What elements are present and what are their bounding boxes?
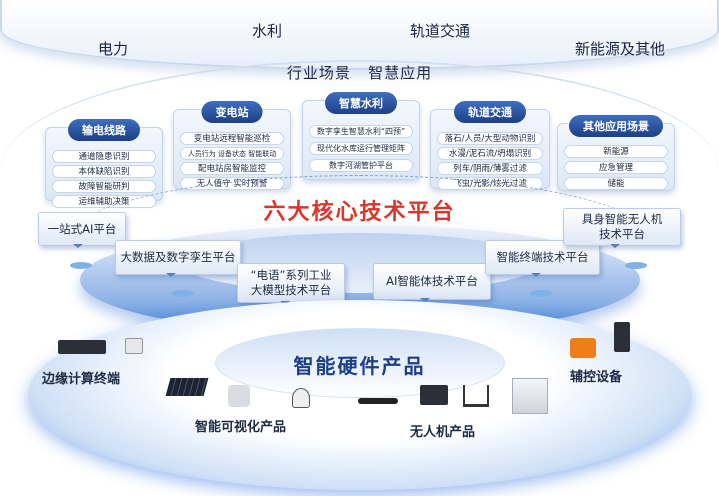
card-item: 通道隐患识别: [52, 150, 156, 163]
industry-power: 电力: [98, 40, 129, 58]
dashed-arc: [60, 175, 660, 315]
hardware-disk-inner: [215, 328, 505, 398]
card-other: 其他应用场景 新能源 应急管理 储能: [557, 115, 675, 191]
card-item: 新能源: [564, 145, 668, 158]
card-item: 本体缺陷识别: [52, 165, 156, 178]
card-item: 数字河湖管护平台: [309, 159, 413, 172]
anchor-dot: [530, 290, 552, 297]
platform-big-data: 大数据及数字孪生平台: [115, 240, 241, 277]
platform-embodied-drone: 具身智能无人机技术平台: [563, 208, 681, 248]
solar-panel-icon: [165, 378, 209, 396]
card-item: 现代化水库运行管理矩阵: [309, 142, 413, 155]
card-rail: 轨道交通 落石/人员/大型动物识别 水漫/泥石流/坍塌识别 列车/阴雨/薄雾过滤…: [430, 101, 550, 190]
label-aux-control: 辅控设备: [570, 370, 623, 385]
card-item: 储能: [564, 177, 668, 190]
aux-device-black-icon: [614, 322, 630, 352]
nest-station-icon: [512, 378, 548, 414]
core-platform-title: 六大核心技术平台: [263, 200, 456, 225]
card-item: 水漫/泥石流/坍塌识别: [437, 147, 543, 160]
industry-new-energy: 新能源及其他: [575, 40, 666, 58]
card-item: 故障智能研判: [52, 180, 156, 193]
card-item: 变电站远程智能巡检: [180, 132, 284, 145]
scenario-arc: [0, 60, 719, 280]
card-item: 人员行为 设备状态 智能联动: [180, 147, 284, 160]
card-item: 数字孪生智慧水利“四预”: [309, 125, 413, 138]
label-smart-visual: 智能可视化产品: [195, 420, 287, 435]
ptz-camera-icon: [292, 388, 310, 408]
card-item: 列车/阴雨/薄雾过滤: [437, 162, 543, 175]
anchor-dot: [625, 262, 647, 269]
label-edge-computing: 边缘计算终端: [42, 372, 121, 387]
anchor-dot: [70, 262, 92, 269]
controller-icon: [420, 385, 448, 405]
edge-device-icon: [125, 338, 143, 354]
card-title: 轨道交通: [454, 101, 526, 123]
aux-device-orange-icon: [570, 338, 596, 358]
card-title: 智慧水利: [325, 92, 397, 114]
anchor-dot: [172, 290, 194, 297]
platform-dianyu-llm: “电语”系列工业大模型技术平台: [237, 263, 345, 305]
card-title: 其他应用场景: [569, 115, 663, 137]
label-drone-products: 无人机产品: [410, 425, 476, 440]
platform-ai-agent: AI智能体技术平台: [373, 263, 491, 302]
card-smart-water: 智慧水利 数字孪生智慧水利“四预” 现代化水库运行管理矩阵 数字河湖管护平台: [302, 92, 420, 180]
camera-icon: [228, 385, 250, 407]
platform-one-stop-ai: 一站式AI平台: [38, 212, 126, 248]
card-item: 配电站房智能监控: [180, 162, 284, 175]
industry-band: [0, 0, 719, 70]
card-item: 落石/人员/大型动物识别: [437, 132, 543, 145]
card-title: 输电线路: [68, 119, 140, 141]
drone-icon: [358, 398, 398, 404]
card-title: 变电站: [201, 101, 263, 123]
card-item: 应急管理: [564, 161, 668, 174]
industry-rail: 轨道交通: [410, 22, 471, 40]
edge-box-icon: [58, 340, 106, 354]
drone-dock-icon: [463, 385, 489, 407]
hardware-title: 智能硬件产品: [293, 354, 426, 378]
industry-water: 水利: [252, 22, 283, 40]
card-transmission: 输电线路 通道隐患识别 本体缺陷识别 故障智能研判 运维辅助决策: [45, 119, 163, 208]
